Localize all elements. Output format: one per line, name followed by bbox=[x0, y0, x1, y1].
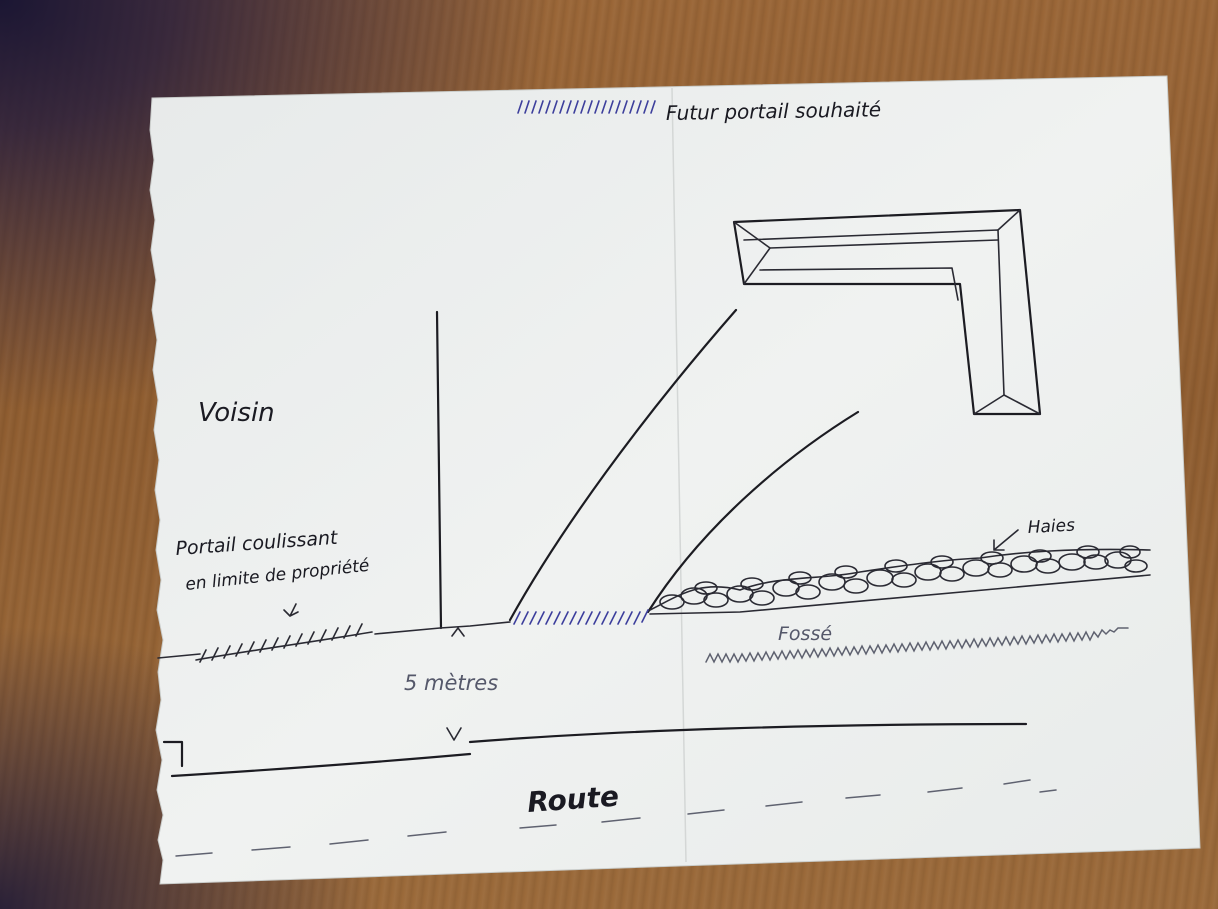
legend-label: Futur portail souhaité bbox=[666, 97, 882, 125]
paper-sheet bbox=[150, 76, 1200, 884]
neighbor-label: Voisin bbox=[198, 398, 275, 428]
hedges-label: Haies bbox=[1027, 516, 1075, 538]
distance-label: 5 mètres bbox=[404, 671, 498, 695]
ditch-label: Fossé bbox=[778, 623, 832, 645]
road-label: Route bbox=[526, 780, 620, 819]
